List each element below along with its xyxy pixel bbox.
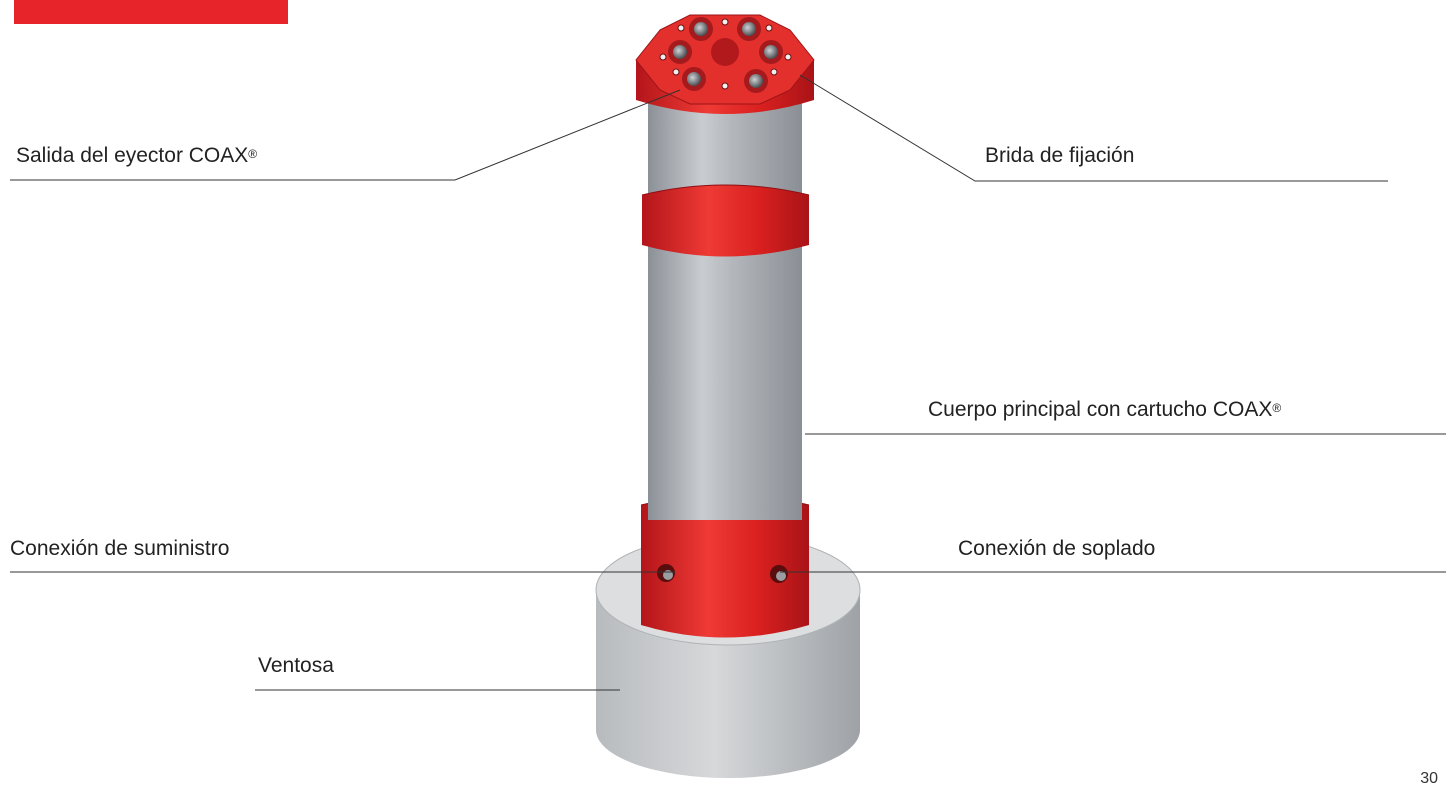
label-supply-connection: Conexión de suministro <box>10 537 230 560</box>
screw-holes-icon <box>659 18 792 90</box>
label-fixing-flange: Brida de fijación <box>985 144 1135 167</box>
leader-salida <box>10 89 681 181</box>
label-blow-connection: Conexión de soplado <box>958 537 1156 560</box>
main-body-tube <box>648 100 802 520</box>
leader-brida <box>799 74 1388 182</box>
header-accent-bar <box>14 0 288 24</box>
label-suction-cup: Ventosa <box>258 654 334 677</box>
label-ejector-outlet: Salida del eyector COAX® <box>16 144 258 167</box>
middle-clamp-ring <box>641 184 810 257</box>
leader-lines <box>10 74 1446 691</box>
fixing-flange <box>635 14 815 114</box>
label-main-body: Cuerpo principal con cartucho COAX® <box>928 398 1282 421</box>
page-number: 30 <box>1420 770 1438 787</box>
ejector-outlet-icon <box>668 17 783 93</box>
